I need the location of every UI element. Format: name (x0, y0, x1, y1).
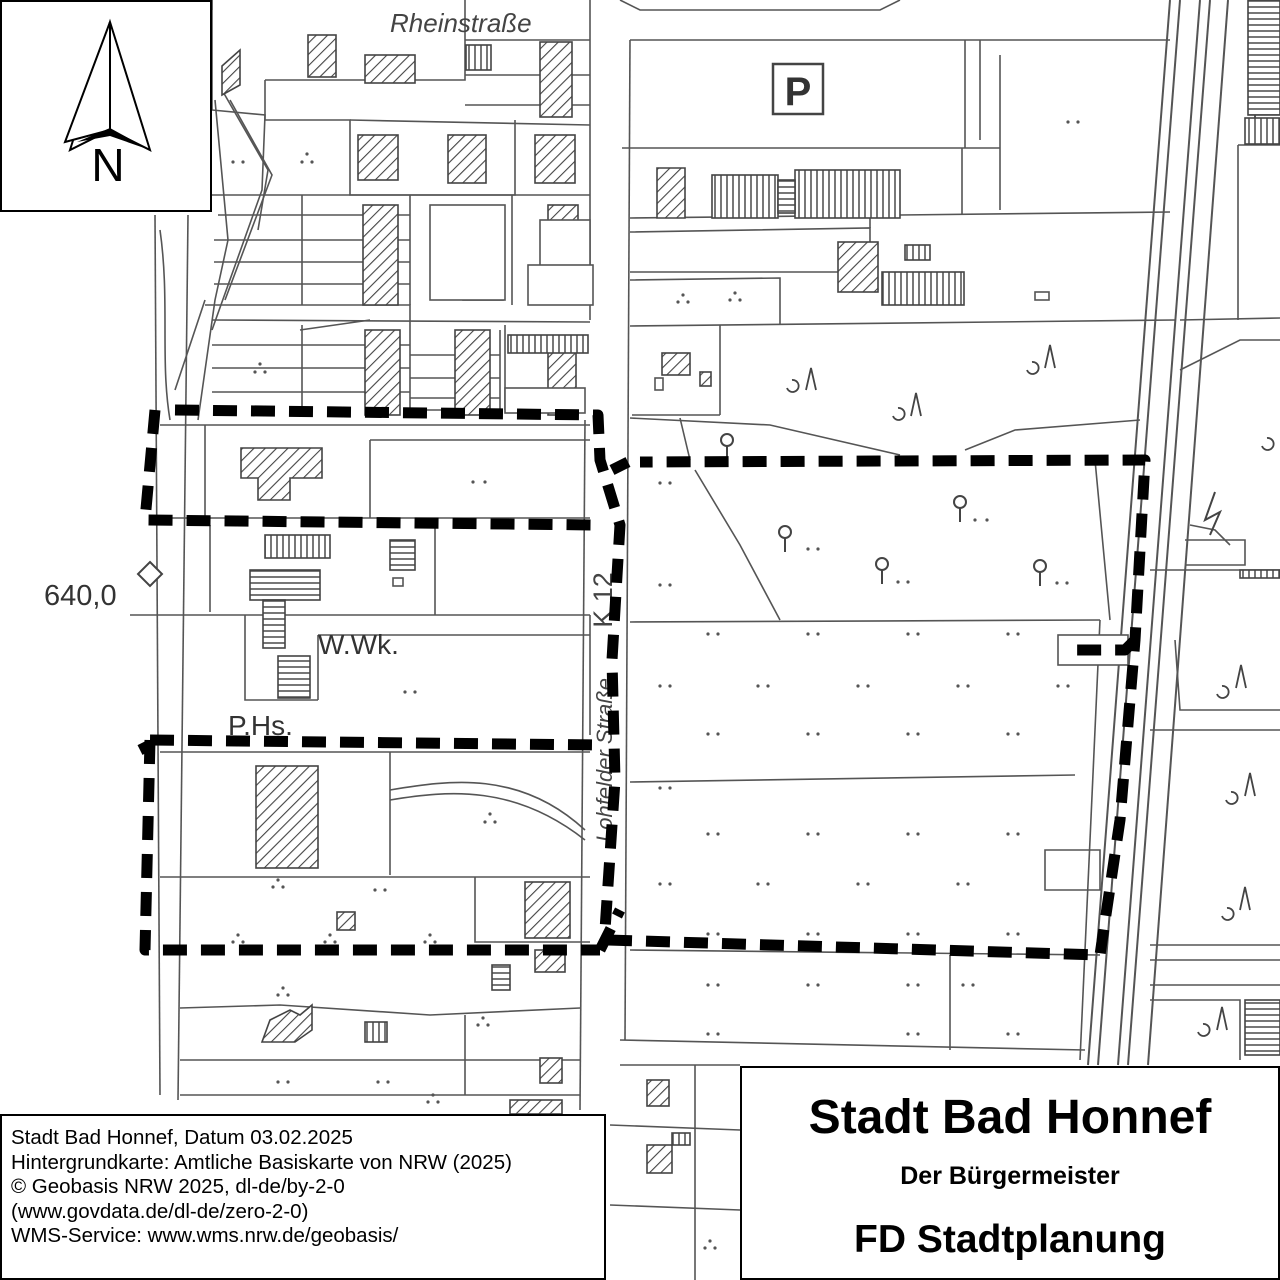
title-block: Stadt Bad Honnef Der Bürgermeister FD St… (740, 1066, 1280, 1280)
title-mayor: Der Bürgermeister (900, 1162, 1120, 1190)
dot-symbols (231, 120, 1080, 1250)
waterworks-label: W.Wk. (318, 629, 399, 660)
parking-label: P (785, 70, 812, 114)
rheinstrasse-road (205, 0, 901, 11)
info-license-link[interactable]: (www.govdata.de/dl-de/zero-2-0) (11, 1199, 309, 1223)
parking-icon (771, 62, 825, 116)
vegetation-symbols (786, 344, 1275, 1037)
info-wms-link[interactable]: WMS-Service: www.wms.nrw.de/geobasis/ (11, 1224, 399, 1248)
north-arrow-icon (63, 18, 152, 152)
info-copyright-line: © Geobasis NRW 2025, dl-de/by-2-0 (11, 1175, 345, 1199)
street-label-rheinstrasse: Rheinstraße (390, 8, 532, 38)
plan-area-boundary (137, 404, 1151, 961)
power-line-icon (1203, 491, 1223, 536)
tree-symbols (720, 433, 1047, 586)
title-city: Stadt Bad Honnef (808, 1091, 1212, 1144)
elevation-label: 640,0 (44, 580, 117, 612)
north-arrow-panel: N (0, 0, 212, 212)
elevation-marker-icon (136, 560, 164, 588)
info-date-line: Stadt Bad Honnef, Datum 03.02.2025 (11, 1126, 353, 1149)
title-department: FD Stadtplanung (854, 1218, 1166, 1261)
north-label: N (91, 139, 125, 191)
map-info-panel: Stadt Bad Honnef, Datum 03.02.2025 Hinte… (0, 1114, 606, 1280)
striped-buildings (249, 0, 1280, 1146)
info-background-line: Hintergrundkarte: Amtliche Basiskarte vo… (11, 1150, 512, 1174)
